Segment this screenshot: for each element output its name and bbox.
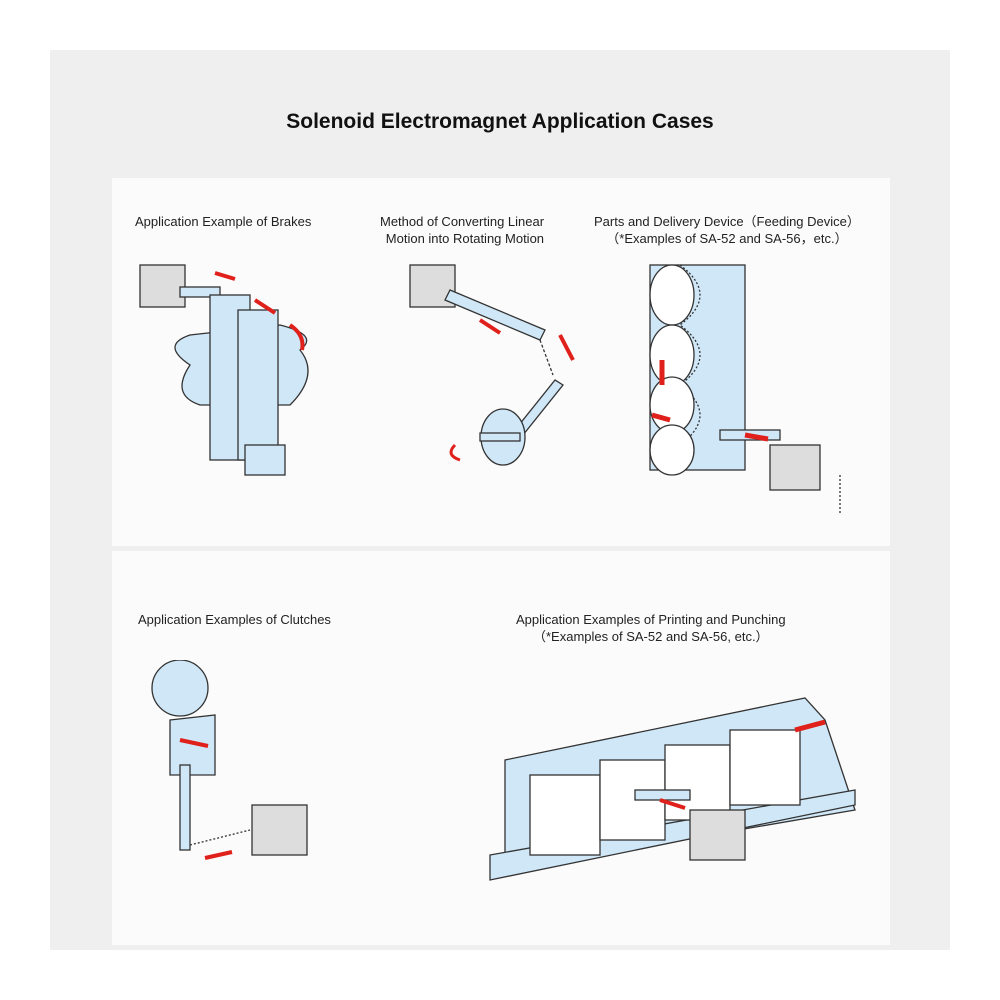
- clutches-illustration: [151, 660, 308, 860]
- case-feeding-caption: Parts and Delivery Device（Feeding Device…: [594, 214, 860, 246]
- case-brakes-caption: Application Example of Brakes: [135, 214, 312, 229]
- case-printing-caption: Application Examples of Printing and Pun…: [516, 612, 786, 644]
- feeding-device-illustration: [649, 264, 841, 515]
- page-title: Solenoid Electromagnet Application Cases: [286, 110, 714, 133]
- case-clutches-caption: Application Examples of Clutches: [138, 612, 331, 627]
- printing-punching-illustration: [489, 697, 856, 881]
- brakes-illustration: [139, 264, 309, 476]
- linear-rotating-illustration: [409, 264, 575, 466]
